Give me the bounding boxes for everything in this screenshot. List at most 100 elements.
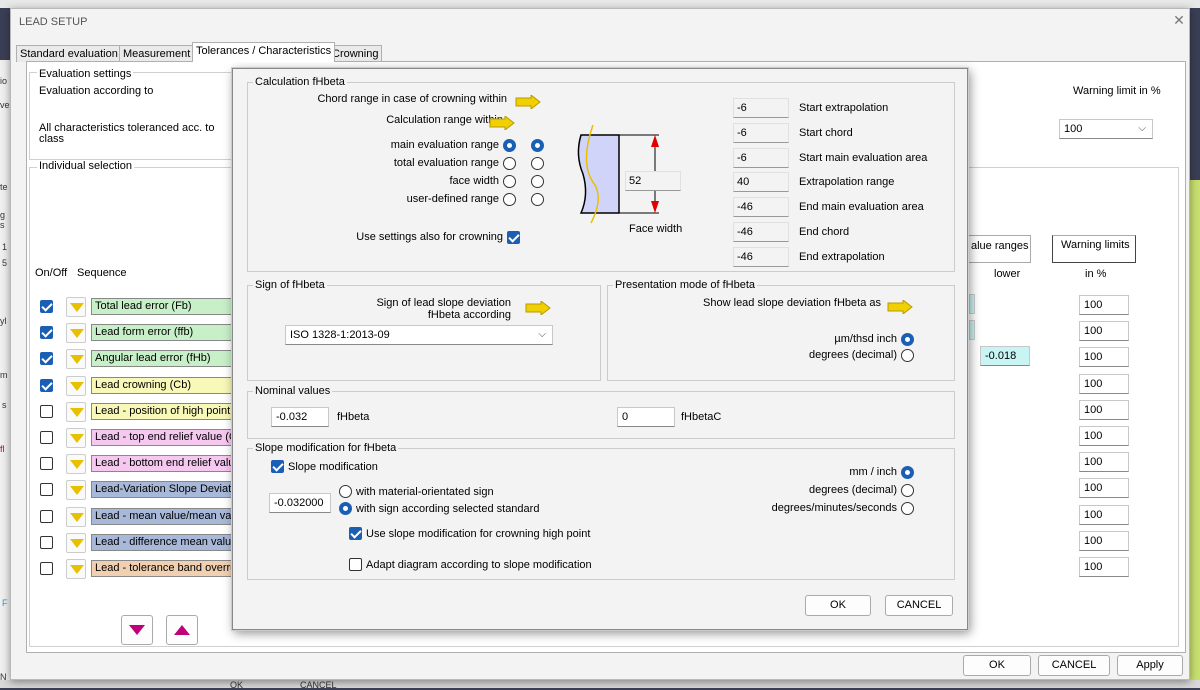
row-order-button[interactable] [66,349,86,370]
row-checkbox[interactable] [40,457,53,471]
slope-unit-label: degrees (decimal) [808,484,897,496]
sequence-item[interactable]: Lead crowning (Cb) [91,376,233,394]
crowning-high-point-checkbox[interactable] [349,527,362,540]
warning-limit-input[interactable]: 100 [1079,452,1129,473]
dialog-ok-button[interactable]: OK [805,595,871,616]
row-order-button[interactable] [66,506,86,527]
calculation-legend: Calculation fHbeta [253,76,347,88]
warning-limit-input[interactable]: 100 [1079,426,1129,446]
sequence-item[interactable]: Lead - bottom end relief value [91,455,233,473]
sequence-item[interactable]: Lead - top end relief value (Co [91,429,233,446]
sequence-item[interactable]: Lead form error (ffb) [91,324,233,342]
row-order-button[interactable] [66,375,86,396]
chord-arrow-icon [515,95,541,109]
sequence-item[interactable]: Lead - position of high point (zc [91,402,233,420]
slope-unit-radio[interactable] [901,502,914,515]
bg-cancel-button: CANCEL [300,680,337,690]
warning-limit-input[interactable]: 100 [1079,557,1129,577]
tab-tolerances-characteristics[interactable]: Tolerances / Characteristics [192,42,336,62]
move-down-button[interactable] [121,615,153,645]
warning-limit-input[interactable]: 100 [1079,530,1129,551]
slope-unit-radio[interactable] [901,484,914,497]
sequence-item[interactable]: Lead-Variation Slope Deviation [91,481,233,499]
warning-limit-select[interactable]: 100 ⌵ [1059,119,1153,139]
row-checkbox[interactable] [40,483,53,497]
fhbeta-nominal-input[interactable]: -0.032 [271,407,329,427]
calc-field-value: -6 [733,147,789,168]
warning-limits-header-box [1052,235,1136,263]
dialog-cancel-button[interactable]: CANCEL [885,595,953,616]
warning-limit-input[interactable]: 100 [1079,478,1129,499]
presentation-option-radio[interactable] [901,349,914,362]
angular-lower-value[interactable]: -0.018 [980,346,1030,366]
adapt-diagram-checkbox[interactable] [349,558,362,571]
slope-unit-radio[interactable] [901,466,914,479]
move-up-button[interactable] [166,615,198,645]
row-order-button[interactable] [66,532,86,553]
crowning-option-radio[interactable] [531,175,544,188]
warning-limit-input[interactable]: 100 [1079,373,1129,394]
calc-field-label: End extrapolation [799,250,885,263]
ok-button[interactable]: OK [963,655,1031,676]
crowning-option-radio[interactable] [531,139,544,152]
slope-modification-checkbox[interactable] [271,460,284,473]
close-icon[interactable]: ✕ [1173,12,1185,28]
slope-sign-radio[interactable] [339,485,352,498]
presentation-option-label: degrees (decimal) [808,349,897,361]
cancel-button[interactable]: CANCEL [1038,655,1110,676]
bg-ok-button: OK [230,680,244,690]
fhbetac-nominal-input[interactable]: 0 [617,407,675,427]
slope-value-input[interactable]: -0.032000 [269,493,331,513]
warning-limit-input[interactable]: 100 [1079,347,1129,368]
row-checkbox[interactable] [40,431,53,444]
presentation-option-label: µm/thsd inch [834,333,897,345]
slope-modification-legend: Slope modification for fHbeta [253,442,399,454]
sequence-item[interactable]: Total lead error (Fb) [91,298,233,315]
bg-text: fl [0,444,5,454]
sequence-item[interactable]: Lead - difference mean value a [91,533,233,551]
warning-limit-label: Warning limit in % [1073,85,1161,97]
tab-standard-evaluation[interactable]: Standard evaluation [16,45,122,62]
crowning-option-radio[interactable] [531,193,544,206]
row-order-button[interactable] [66,559,86,579]
apply-button[interactable]: Apply [1117,655,1183,676]
warning-limit-input[interactable]: 100 [1079,504,1129,525]
row-order-button[interactable] [66,323,86,344]
tab-crowning[interactable]: Crowning [328,45,383,62]
slope-sign-radio[interactable] [339,502,352,515]
row-order-button[interactable] [66,480,86,501]
warning-limit-input[interactable]: 100 [1079,321,1129,342]
row-order-button[interactable] [66,401,86,422]
warning-limit-input[interactable]: 100 [1079,295,1129,315]
sequence-item[interactable]: Angular lead error (fHb) [91,350,233,368]
sequence-item[interactable]: Lead - tolerance band overrun [91,560,233,577]
row-checkbox[interactable] [40,562,53,575]
warning-limit-input[interactable]: 100 [1079,399,1129,420]
tab-measurement[interactable]: Measurement [119,45,195,62]
row-order-button[interactable] [66,428,86,448]
sequence-item[interactable]: Lead - mean value/mean value [91,507,233,525]
row-checkbox[interactable] [40,535,53,549]
bg-text: te [0,182,8,192]
use-settings-checkbox[interactable] [507,231,520,244]
sign-legend: Sign of fHbeta [253,279,327,291]
row-order-button[interactable] [66,297,86,317]
calc-option-radio[interactable] [503,175,516,188]
row-checkbox[interactable] [40,378,53,392]
value-range-field[interactable] [969,294,975,314]
row-checkbox[interactable] [40,352,53,366]
value-range-field[interactable] [969,320,975,340]
row-checkbox[interactable] [40,326,53,340]
crowning-option-radio[interactable] [531,157,544,170]
row-order-button[interactable] [66,454,86,475]
sign-standard-select[interactable]: ISO 1328-1:2013-09 ⌵ [285,325,553,345]
row-checkbox[interactable] [40,509,53,523]
calc-option-radio[interactable] [503,139,516,152]
row-checkbox[interactable] [40,300,53,313]
calc-field-value: -6 [733,122,789,143]
presentation-option-radio[interactable] [901,333,914,346]
row-checkbox[interactable] [40,404,53,418]
calc-option-radio[interactable] [503,157,516,170]
calc-option-radio[interactable] [503,193,516,206]
window-title: LEAD SETUP [19,16,88,28]
